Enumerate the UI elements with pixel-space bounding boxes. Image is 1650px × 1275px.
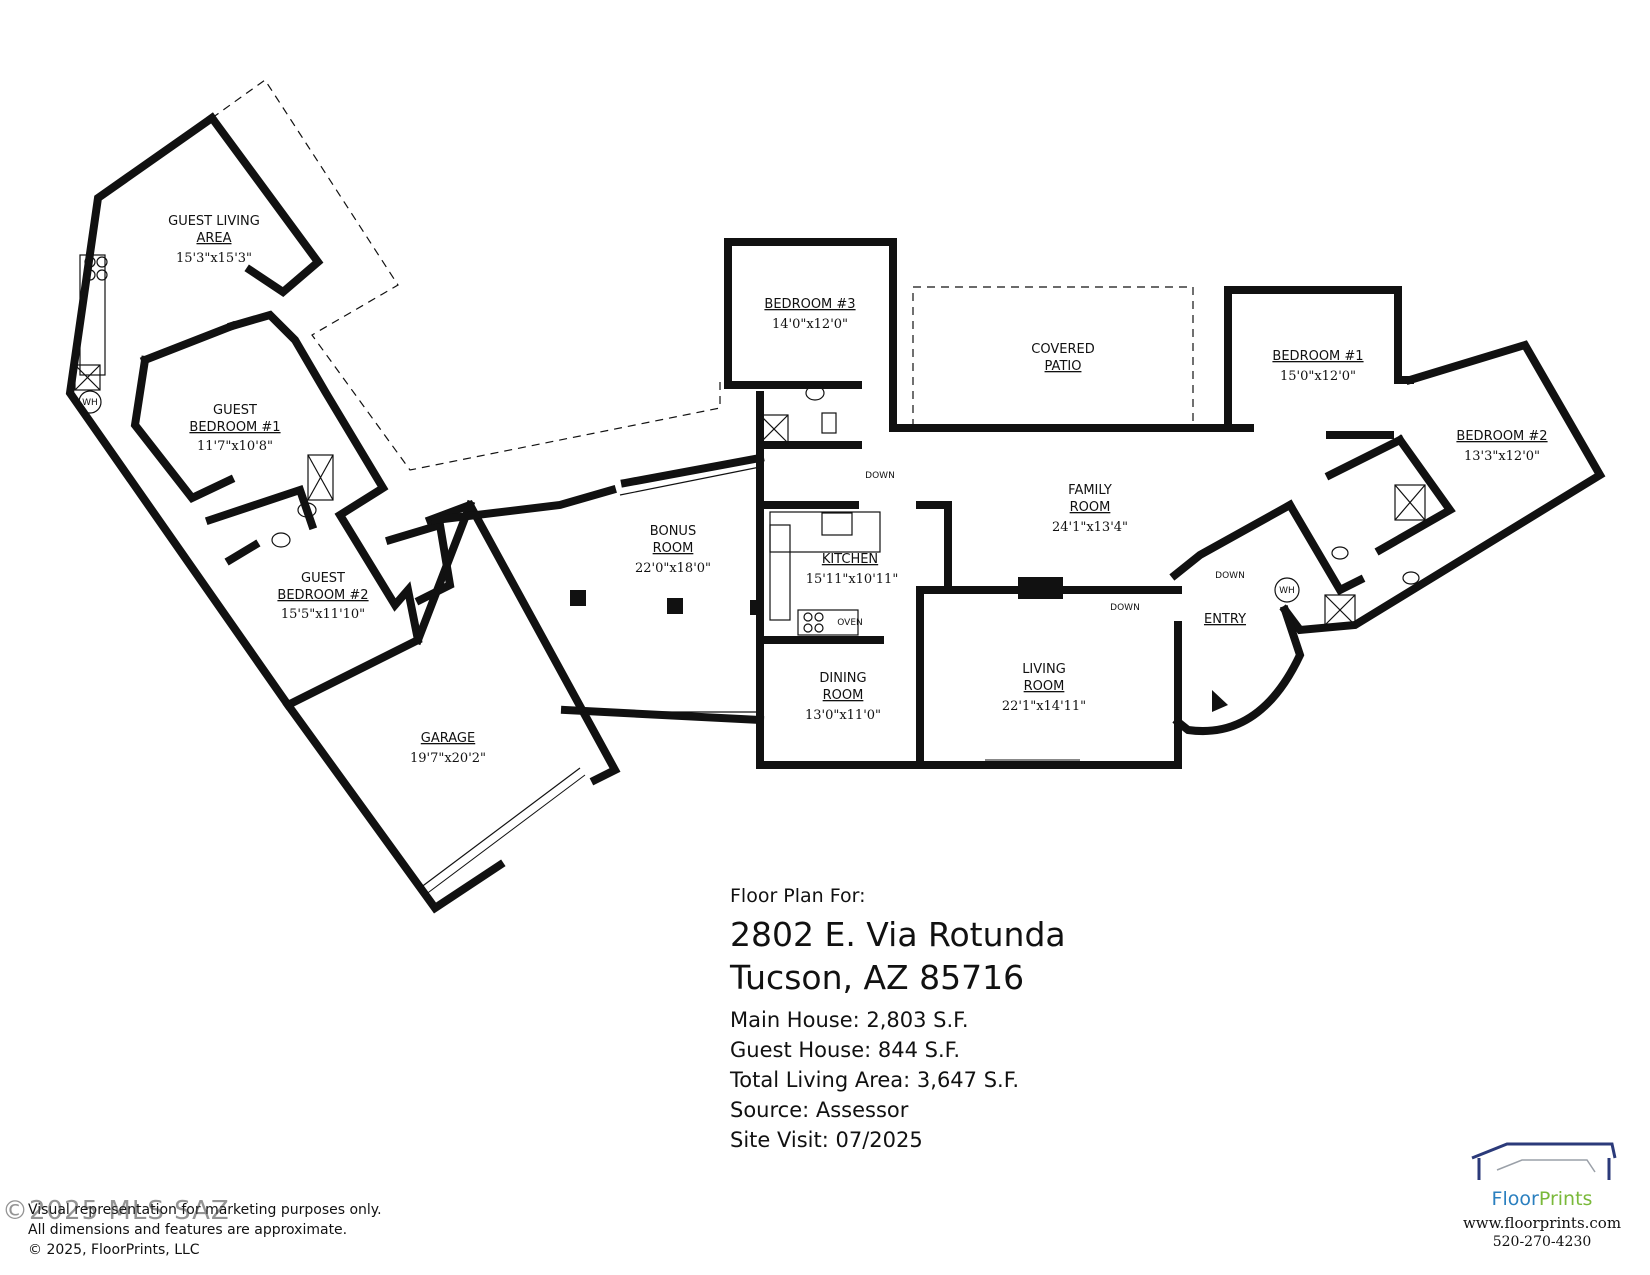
copyright: © 2025, FloorPrints, LLC xyxy=(28,1242,200,1258)
bush-icon xyxy=(1447,186,1473,212)
svg-text:COVERED: COVERED xyxy=(1031,342,1094,357)
bush-icon xyxy=(1369,769,1395,795)
room-label-bonus-room: BONUS ROOM 22'0"x18'0" xyxy=(635,524,711,576)
disclaimer-line-1: Visual representation for marketing purp… xyxy=(28,1202,382,1218)
tree-icon xyxy=(1284,65,1436,219)
svg-text:PATIO: PATIO xyxy=(1045,359,1082,374)
floorprints-logo: FloorPrints www.floorprints.com 520-270-… xyxy=(1452,1140,1632,1250)
svg-text:15'11"x10'11": 15'11"x10'11" xyxy=(806,572,899,587)
room-label-covered-patio: COVERED PATIO xyxy=(1031,342,1094,374)
svg-text:24'1"x13'4": 24'1"x13'4" xyxy=(1052,520,1128,535)
svg-text:11'7"x10'8": 11'7"x10'8" xyxy=(197,439,273,454)
down-label: DOWN xyxy=(1215,571,1245,581)
down-label: DOWN xyxy=(1110,603,1140,613)
svg-text:13'3"x12'0": 13'3"x12'0" xyxy=(1464,449,1540,464)
tree-icon xyxy=(1408,707,1552,853)
bush-icon xyxy=(564,191,590,217)
down-label: DOWN xyxy=(865,471,895,481)
svg-text:AREA: AREA xyxy=(196,231,231,246)
svg-text:ROOM: ROOM xyxy=(1024,679,1065,694)
svg-text:ROOM: ROOM xyxy=(1070,500,1111,515)
svg-text:22'0"x18'0": 22'0"x18'0" xyxy=(635,561,711,576)
svg-text:19'7"x20'2": 19'7"x20'2" xyxy=(410,751,486,766)
svg-text:15'0"x12'0": 15'0"x12'0" xyxy=(1280,369,1356,384)
floorprints-phone: 520-270-4230 xyxy=(1492,1234,1592,1250)
svg-text:14'0"x12'0": 14'0"x12'0" xyxy=(772,317,848,332)
svg-text:GUEST: GUEST xyxy=(301,571,345,586)
svg-text:BEDROOM #2: BEDROOM #2 xyxy=(277,588,368,603)
svg-text:GARAGE: GARAGE xyxy=(421,731,475,746)
room-label-living-room: LIVING ROOM 22'1"x14'11" xyxy=(1002,662,1086,714)
bush-icon xyxy=(112,878,138,904)
svg-text:22'1"x14'11": 22'1"x14'11" xyxy=(1002,699,1086,714)
total-living-area: Total Living Area: 3,647 S.F. xyxy=(730,1068,1020,1092)
kitchen-fixtures: OVEN xyxy=(750,511,881,636)
room-label-dining-room: DINING ROOM 13'0"x11'0" xyxy=(805,671,881,723)
address-line-2: Tucson, AZ 85716 xyxy=(730,958,1025,997)
room-label-kitchen: KITCHEN 15'11"x10'11" xyxy=(806,552,899,587)
main-house-walls xyxy=(724,238,1229,769)
svg-text:BEDROOM #1: BEDROOM #1 xyxy=(1272,349,1363,364)
bush-icon xyxy=(301,947,327,973)
oven-label: OVEN xyxy=(837,618,863,628)
svg-text:ROOM: ROOM xyxy=(653,541,694,556)
guest-house-area: Guest House: 844 S.F. xyxy=(730,1038,961,1062)
room-label-guest-living: GUEST LIVING AREA 15'3"x15'3" xyxy=(168,214,260,266)
floorprints-website[interactable]: www.floorprints.com xyxy=(1462,1214,1622,1232)
water-heater-label: WH xyxy=(1279,586,1295,596)
svg-text:BONUS: BONUS xyxy=(650,524,696,539)
bush-icon xyxy=(138,1063,164,1089)
svg-text:DINING: DINING xyxy=(819,671,866,686)
svg-text:LIVING: LIVING xyxy=(1022,662,1066,677)
svg-text:BEDROOM #3: BEDROOM #3 xyxy=(764,297,855,312)
bath-fixtures-bed3 xyxy=(759,385,837,444)
svg-text:15'5"x11'10": 15'5"x11'10" xyxy=(281,607,365,622)
svg-text:GUEST LIVING: GUEST LIVING xyxy=(168,214,260,229)
svg-text:ENTRY: ENTRY xyxy=(1204,612,1246,627)
svg-text:FAMILY: FAMILY xyxy=(1068,483,1112,498)
mls-watermark: ©2025 MLS SAZ xyxy=(2,1196,230,1226)
tree-icon xyxy=(427,92,543,212)
disclaimer: Visual representation for marketing purp… xyxy=(28,1200,382,1260)
right-wing-walls: WH xyxy=(1169,286,1606,735)
source: Source: Assessor xyxy=(730,1098,909,1122)
room-label-bedroom-1: BEDROOM #1 15'0"x12'0" xyxy=(1272,349,1363,384)
bonus-room-walls xyxy=(430,453,765,725)
svg-text:BEDROOM #2: BEDROOM #2 xyxy=(1456,429,1547,444)
room-label-family-room: FAMILY ROOM 24'1"x13'4" xyxy=(1052,483,1128,535)
svg-text:BEDROOM #1: BEDROOM #1 xyxy=(189,420,280,435)
house-logo-icon xyxy=(1471,1142,1617,1180)
bush-icon xyxy=(1130,118,1156,144)
address-line-1: 2802 E. Via Rotunda xyxy=(730,915,1066,954)
floor-plan-intro: Floor Plan For: xyxy=(730,885,866,907)
property-info: Floor Plan For: 2802 E. Via Rotunda Tucs… xyxy=(730,885,1330,1155)
svg-text:13'0"x11'0": 13'0"x11'0" xyxy=(805,708,881,723)
bush-icon xyxy=(1232,79,1258,105)
site-visit: Site Visit: 07/2025 xyxy=(730,1128,923,1152)
room-label-bedroom-3: BEDROOM #3 14'0"x12'0" xyxy=(764,297,855,332)
guest-patio-outline xyxy=(211,79,721,471)
covered-patio-outline xyxy=(912,286,1194,428)
svg-text:15'3"x15'3": 15'3"x15'3" xyxy=(176,251,252,266)
tree-icon xyxy=(132,895,268,1035)
room-label-garage: GARAGE 19'7"x20'2" xyxy=(410,731,486,766)
room-label-guest-bedroom-2: GUEST BEDROOM #2 15'5"x11'10" xyxy=(277,571,368,622)
guest-water-heater-label: WH xyxy=(82,398,98,408)
disclaimer-line-2: All dimensions and features are approxim… xyxy=(28,1222,348,1238)
bush-icon xyxy=(1539,693,1565,719)
svg-text:KITCHEN: KITCHEN xyxy=(822,552,878,567)
main-house-area: Main House: 2,803 S.F. xyxy=(730,1008,969,1032)
room-label-entry: ENTRY xyxy=(1204,612,1246,627)
guest-house-walls xyxy=(65,112,621,914)
room-label-guest-bedroom-1: GUEST BEDROOM #1 11'7"x10'8" xyxy=(189,403,280,454)
svg-text:ROOM: ROOM xyxy=(823,688,864,703)
room-label-bedroom-2: BEDROOM #2 13'3"x12'0" xyxy=(1456,429,1547,464)
svg-text:GUEST: GUEST xyxy=(213,403,257,418)
bush-icon xyxy=(1494,863,1520,889)
floorprints-name: FloorPrints xyxy=(1491,1188,1593,1210)
bush-icon xyxy=(382,74,408,100)
guest-fixtures: WH xyxy=(74,254,334,548)
